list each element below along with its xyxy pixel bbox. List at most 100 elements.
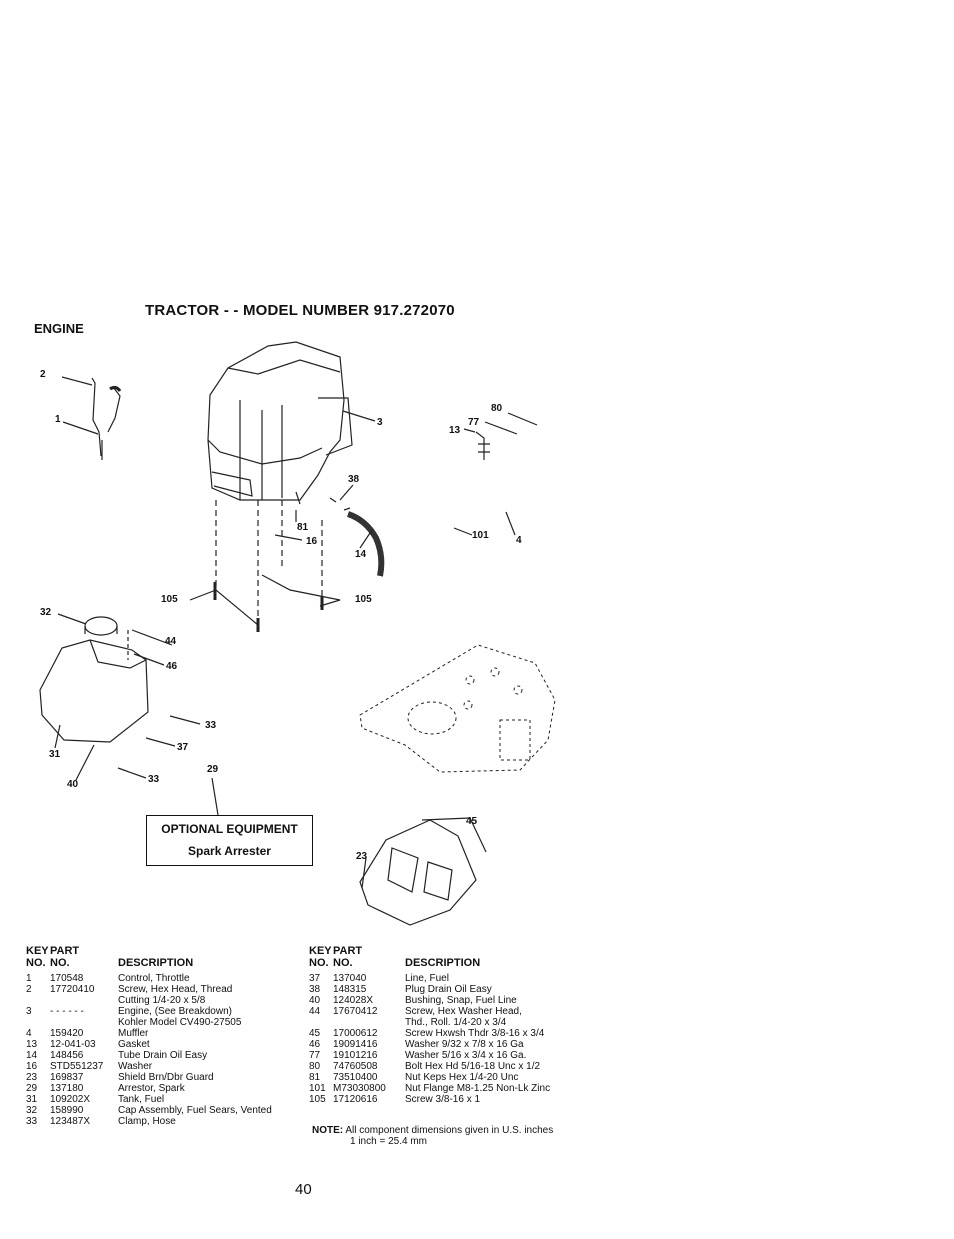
table-row: 44 17670412 Screw, Hex Washer Head,Thd., R…	[309, 1006, 599, 1028]
key-number: 23	[26, 1072, 38, 1083]
part-description: Shield Brn/Dbr Guard	[118, 1072, 306, 1083]
callout-13: 13	[449, 425, 461, 436]
part-number: 17720410	[50, 984, 95, 995]
part-description: Clamp, Hose	[118, 1116, 306, 1127]
part-number: 148456	[50, 1050, 84, 1061]
part-description: Washer 5/16 x 3/4 x 16 Ga.	[405, 1050, 599, 1061]
callout-33-lower: 33	[148, 774, 160, 785]
table-row: 38 148315 Plug Drain Oil Easy	[309, 984, 599, 995]
part-description: Cap Assembly, Fuel Sears, Vented	[118, 1105, 306, 1116]
description-line: Screw Hxwsh Thdr 3/8-16 x 3/4	[405, 1028, 545, 1039]
description-line: Muffler	[118, 1028, 149, 1039]
part-description: Line, Fuel	[405, 973, 599, 984]
key-number: 32	[26, 1105, 38, 1116]
part-number: 17670412	[333, 1006, 378, 1017]
part-number: - - - - - -	[50, 1006, 84, 1017]
part-number: 19101216	[333, 1050, 378, 1061]
part-description: Tank, Fuel	[118, 1094, 306, 1105]
description-line: Control, Throttle	[118, 973, 190, 984]
part-number: 170548	[50, 973, 84, 984]
header-description: DESCRIPTION	[405, 957, 481, 969]
callout-32: 32	[40, 607, 52, 618]
callout-33-upper: 33	[205, 720, 217, 731]
key-number: 80	[309, 1061, 321, 1072]
callout-2: 2	[40, 369, 46, 380]
callout-31: 31	[49, 749, 61, 760]
key-number: 38	[309, 984, 321, 995]
description-line: Nut Keps Hex 1/4-20 Unc	[405, 1072, 519, 1083]
part-number: 17120616	[333, 1094, 378, 1105]
callout-1: 1	[55, 414, 61, 425]
part-number: 19091416	[333, 1039, 378, 1050]
optional-equipment-heading: OPTIONAL EQUIPMENT	[161, 822, 298, 836]
part-number: 12-041-03	[50, 1039, 96, 1050]
description-line: Shield Brn/Dbr Guard	[118, 1072, 214, 1083]
note-line-2: 1 inch = 25.4 mm	[350, 1136, 427, 1147]
throttle-control-drawing	[61, 376, 122, 460]
description-line: Gasket	[118, 1039, 150, 1050]
part-description: Washer	[118, 1061, 306, 1072]
key-number: 16	[26, 1061, 38, 1072]
key-number: 101	[309, 1083, 326, 1094]
part-number: 148315	[333, 984, 367, 995]
part-description: Nut Keps Hex 1/4-20 Unc	[405, 1072, 599, 1083]
callout-38: 38	[348, 474, 360, 485]
callout-45: 45	[466, 816, 478, 827]
part-number: 169837	[50, 1072, 84, 1083]
description-line: Washer	[118, 1061, 153, 1072]
callout-3: 3	[377, 417, 383, 428]
header-part: PART	[333, 945, 363, 957]
callout-16: 16	[306, 536, 318, 547]
part-description: Bolt Hex Hd 5/16-18 Unc x 1/2	[405, 1061, 599, 1072]
description-line: Screw, Hex Washer Head,	[405, 1006, 522, 1017]
description-line: Tube Drain Oil Easy	[118, 1050, 208, 1061]
description-line: Cap Assembly, Fuel Sears, Vented	[118, 1105, 272, 1116]
engine-drawing	[207, 341, 376, 625]
callout-81: 81	[297, 522, 309, 533]
key-number: 45	[309, 1028, 321, 1039]
fuel-tank-drawing	[39, 613, 219, 816]
callout-44: 44	[165, 636, 177, 647]
part-description: Plug Drain Oil Easy	[405, 984, 599, 995]
part-description: Bushing, Snap, Fuel Line	[405, 995, 599, 1006]
header-key: KEY	[309, 945, 332, 957]
part-description: Muffler	[118, 1028, 306, 1039]
description-line: Washer 5/16 x 3/4 x 16 Ga.	[405, 1050, 527, 1061]
description-line: Cutting 1/4-20 x 5/8	[118, 995, 206, 1006]
drain-plug-drawing	[295, 491, 351, 511]
part-number: 159420	[50, 1028, 84, 1039]
note-line-1: All component dimensions given in U.S. i…	[345, 1125, 554, 1136]
description-line: Plug Drain Oil Easy	[405, 984, 492, 995]
description-line: Bolt Hex Hd 5/16-18 Unc x 1/2	[405, 1061, 541, 1072]
key-number: 44	[309, 1006, 321, 1017]
description-line: Kohler Model CV490-27505	[118, 1017, 242, 1028]
part-description: Control, Throttle	[118, 973, 306, 984]
part-description: Washer 9/32 x 7/8 x 16 Ga	[405, 1039, 599, 1050]
part-number: 17000612	[333, 1028, 378, 1039]
key-number: 14	[26, 1050, 38, 1061]
key-number: 33	[26, 1116, 38, 1127]
part-description: Screw 3/8-16 x 1	[405, 1094, 599, 1105]
table-row: 14 148456 Tube Drain Oil Easy	[26, 1050, 306, 1061]
header-part: PART	[50, 945, 80, 957]
callout-14: 14	[355, 549, 367, 560]
part-number: 109202X	[50, 1094, 91, 1105]
part-number: 137040	[333, 973, 367, 984]
description-line: Engine, (See Breakdown)	[118, 1006, 232, 1017]
part-description: Screw, Hex Washer Head,Thd., Roll. 1/4-2…	[405, 1006, 599, 1028]
